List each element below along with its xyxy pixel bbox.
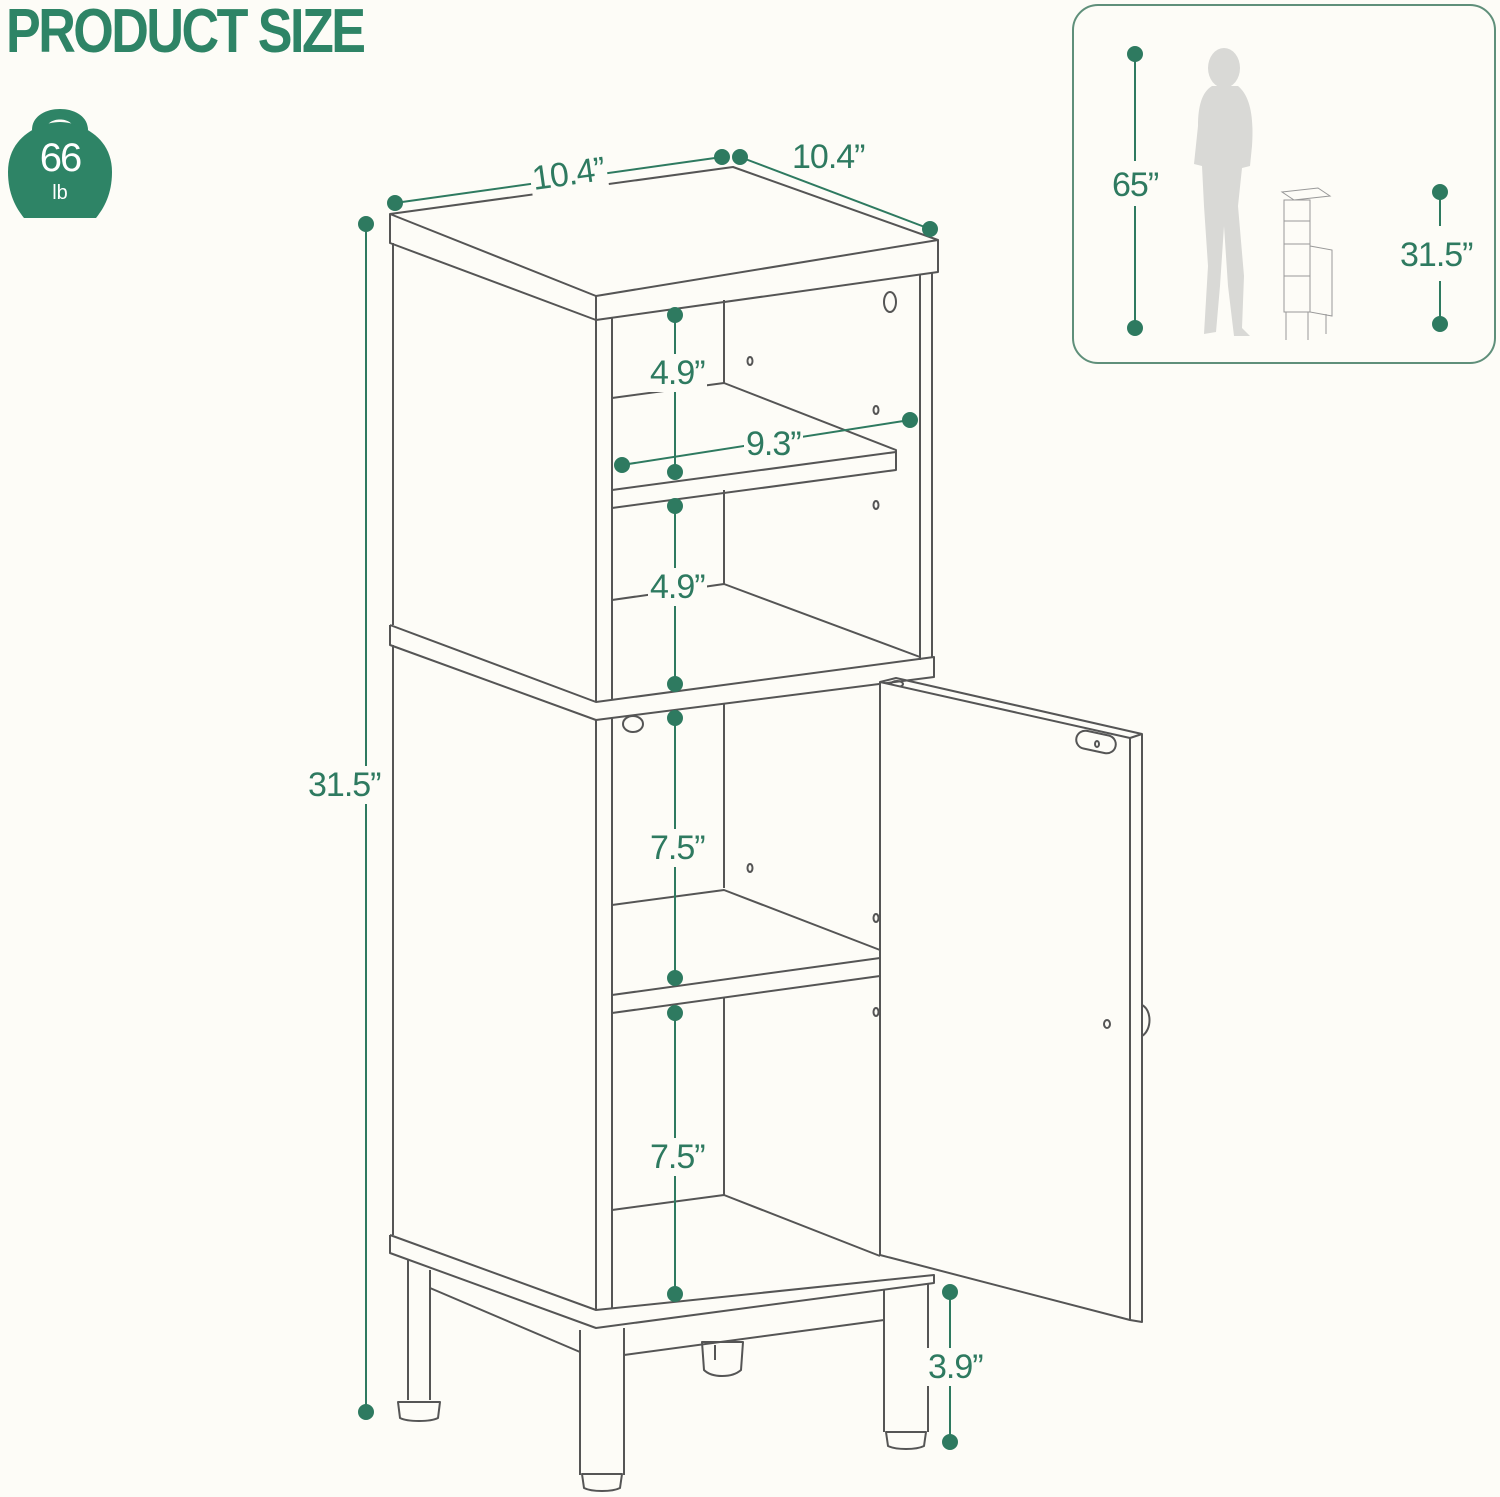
lower-shelf-2-label: 7.5”	[648, 1138, 707, 1176]
lower-shelf-1-label: 7.5”	[648, 829, 707, 867]
upper-shelf-1-label: 4.9”	[648, 354, 707, 392]
cabinet-height-label: 31.5”	[1400, 236, 1473, 274]
top-depth-label: 10.4”	[792, 138, 865, 176]
weight-unit: lb	[52, 182, 68, 204]
total-height-label: 31.5”	[306, 766, 383, 804]
kettlebell-icon: 66 lb	[4, 94, 116, 220]
person-height-label: 65”	[1112, 166, 1159, 204]
person-silhouette	[1194, 48, 1253, 336]
weight-value: 66	[39, 136, 83, 180]
page-title: PRODUCT SIZE	[6, 0, 366, 66]
leg-height-label: 3.9”	[926, 1348, 985, 1386]
size-comparison-panel: 65” 31.5”	[1072, 4, 1496, 364]
upper-shelf-2-label: 4.9”	[648, 568, 707, 606]
shelf-width-label: 9.3”	[744, 425, 803, 463]
